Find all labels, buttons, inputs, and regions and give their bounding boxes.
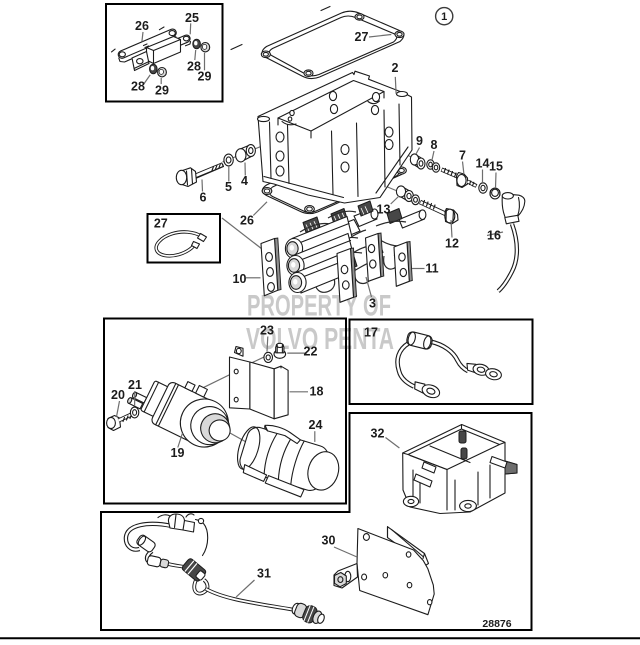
svg-text:13: 13: [377, 203, 391, 217]
svg-text:29: 29: [198, 70, 212, 84]
svg-text:3: 3: [369, 297, 376, 311]
svg-text:9: 9: [416, 134, 423, 148]
svg-text:12: 12: [445, 237, 459, 251]
svg-text:11: 11: [425, 262, 438, 276]
svg-text:19: 19: [171, 446, 185, 460]
svg-text:32: 32: [371, 427, 385, 441]
svg-text:18: 18: [310, 385, 324, 399]
svg-text:28: 28: [131, 80, 145, 94]
svg-text:26: 26: [240, 214, 254, 228]
svg-text:29: 29: [155, 84, 169, 98]
svg-text:28: 28: [187, 60, 201, 74]
svg-text:23: 23: [260, 324, 274, 338]
svg-text:1: 1: [441, 11, 447, 23]
svg-text:30: 30: [322, 534, 336, 548]
svg-text:21: 21: [128, 378, 142, 392]
svg-text:27: 27: [355, 30, 369, 44]
svg-text:31: 31: [257, 567, 271, 581]
svg-text:27: 27: [154, 217, 168, 231]
svg-text:28876: 28876: [482, 618, 511, 630]
svg-text:4: 4: [241, 174, 248, 188]
svg-text:5: 5: [225, 180, 232, 194]
svg-text:15: 15: [489, 160, 503, 174]
svg-text:25: 25: [185, 11, 199, 25]
svg-text:PROPERTY OF: PROPERTY OF: [247, 290, 391, 323]
svg-text:8: 8: [431, 138, 438, 152]
svg-text:17: 17: [364, 326, 378, 340]
svg-text:2: 2: [392, 61, 399, 75]
svg-text:6: 6: [200, 191, 207, 205]
svg-text:20: 20: [111, 388, 125, 402]
svg-text:VOLVO PENTA: VOLVO PENTA: [246, 321, 394, 356]
svg-text:16: 16: [487, 229, 501, 243]
svg-text:22: 22: [304, 345, 318, 359]
svg-text:10: 10: [233, 272, 247, 286]
svg-text:14: 14: [476, 157, 490, 171]
svg-text:26: 26: [135, 19, 149, 33]
svg-text:24: 24: [309, 418, 323, 432]
svg-text:7: 7: [459, 149, 466, 163]
